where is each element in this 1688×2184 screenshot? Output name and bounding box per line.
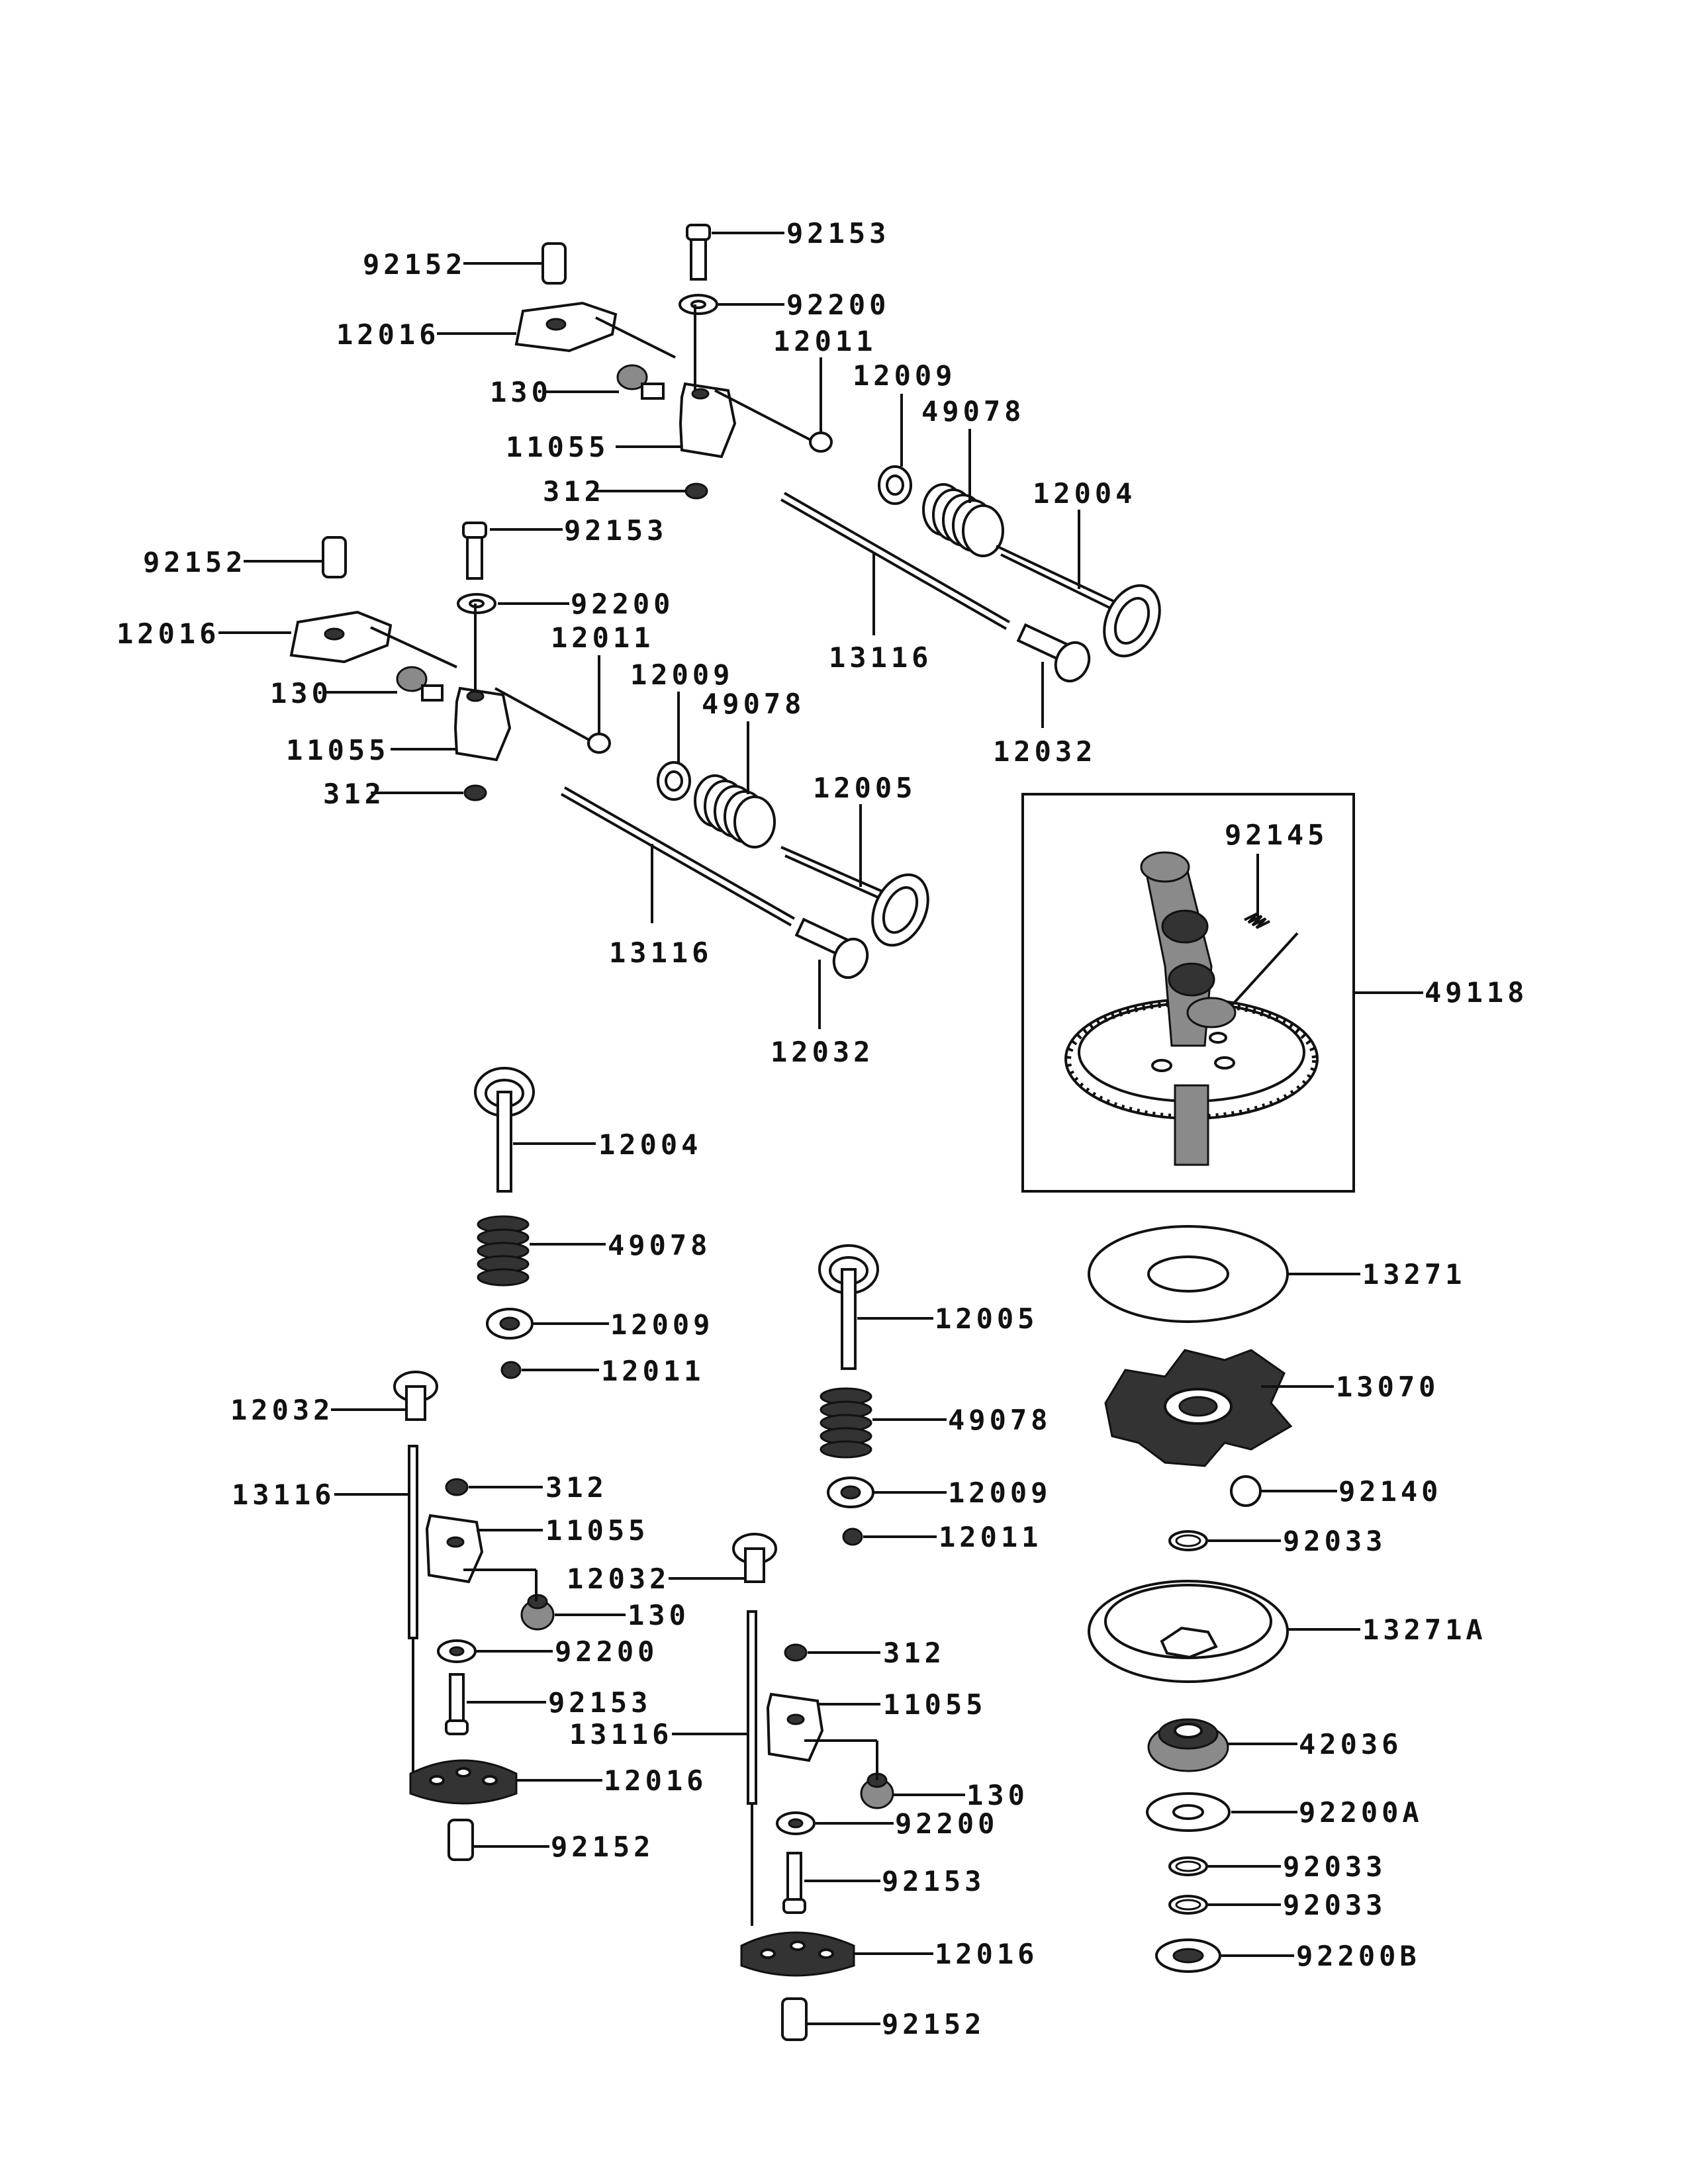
upper-rocker-assembly xyxy=(437,224,1161,728)
callout-12009: 12009 xyxy=(610,1308,714,1341)
callout-92200: 92200 xyxy=(786,289,890,321)
callout-49078: 49078 xyxy=(948,1404,1051,1436)
callout-13116: 13116 xyxy=(609,936,712,969)
callout-11055: 11055 xyxy=(545,1514,649,1547)
callout-92152: 92152 xyxy=(363,248,466,281)
callout-12011: 12011 xyxy=(601,1355,704,1387)
callout-12005: 12005 xyxy=(935,1302,1038,1335)
callout-12032: 12032 xyxy=(567,1563,670,1595)
callout-12032: 12032 xyxy=(771,1036,874,1068)
callout-labels: 92153 92200 92152 12016 12011 130 12009 … xyxy=(117,217,1528,2040)
callout-92153: 92153 xyxy=(548,1686,651,1719)
callout-12009: 12009 xyxy=(630,659,733,691)
callout-92200: 92200 xyxy=(555,1635,658,1668)
callout-92033: 92033 xyxy=(1283,1850,1386,1883)
right-governor-stack xyxy=(1088,1225,1360,1973)
camshaft-assembly xyxy=(1021,793,1423,1193)
callout-92153: 92153 xyxy=(564,514,667,547)
callout-12004: 12004 xyxy=(1033,477,1136,510)
callout-12016: 12016 xyxy=(117,617,220,650)
callout-130: 130 xyxy=(270,677,332,709)
callout-92033: 92033 xyxy=(1283,1525,1386,1557)
callout-13116: 13116 xyxy=(232,1479,335,1511)
callout-12005: 12005 xyxy=(813,772,916,804)
callout-92200A: 92200A xyxy=(1299,1796,1423,1829)
callout-12016: 12016 xyxy=(336,318,440,351)
callout-12011: 12011 xyxy=(773,325,876,357)
callout-42036: 42036 xyxy=(1299,1728,1402,1760)
callout-92153: 92153 xyxy=(786,217,890,250)
callout-12011: 12011 xyxy=(939,1521,1042,1553)
callout-92152: 92152 xyxy=(551,1831,654,1863)
left-lower-stack xyxy=(331,1067,626,1861)
callout-92152: 92152 xyxy=(882,2008,985,2040)
callout-13271A: 13271A xyxy=(1362,1614,1487,1646)
callout-12009: 12009 xyxy=(948,1477,1051,1509)
callout-11055: 11055 xyxy=(506,431,609,463)
callout-12009: 12009 xyxy=(853,359,956,392)
callout-11055: 11055 xyxy=(286,734,389,766)
callout-13116: 13116 xyxy=(569,1718,673,1751)
callout-92153: 92153 xyxy=(882,1865,985,1897)
callout-12032: 12032 xyxy=(993,735,1096,768)
callout-92033: 92033 xyxy=(1283,1889,1386,1921)
middle-rocker-assembly xyxy=(218,522,929,1029)
callout-92200: 92200 xyxy=(571,588,674,620)
callout-130: 130 xyxy=(628,1599,690,1631)
middle-lower-stack xyxy=(669,1244,965,2041)
callout-12016: 12016 xyxy=(935,1938,1038,1970)
callout-13070: 13070 xyxy=(1336,1371,1439,1403)
callout-130: 130 xyxy=(966,1779,1029,1811)
callout-12004: 12004 xyxy=(598,1128,702,1161)
callout-13271: 13271 xyxy=(1362,1258,1466,1291)
callout-92140: 92140 xyxy=(1338,1475,1442,1508)
callout-92152: 92152 xyxy=(143,546,246,578)
callout-13116: 13116 xyxy=(829,641,932,674)
callout-312: 312 xyxy=(323,778,385,810)
callout-11055: 11055 xyxy=(883,1688,986,1721)
callout-49078: 49078 xyxy=(608,1229,711,1261)
callout-12011: 12011 xyxy=(551,621,654,654)
callout-92200B: 92200B xyxy=(1296,1940,1421,1972)
callout-49118: 49118 xyxy=(1425,976,1528,1009)
callout-92200: 92200 xyxy=(895,1807,998,1840)
callout-92145: 92145 xyxy=(1225,819,1328,851)
callout-12016: 12016 xyxy=(604,1764,707,1797)
callout-49078: 49078 xyxy=(921,395,1025,428)
callout-12032: 12032 xyxy=(230,1394,334,1426)
callout-312: 312 xyxy=(883,1637,945,1669)
callout-312: 312 xyxy=(543,475,605,508)
callout-49078: 49078 xyxy=(702,688,805,720)
callout-312: 312 xyxy=(545,1471,608,1504)
callout-130: 130 xyxy=(490,376,552,408)
